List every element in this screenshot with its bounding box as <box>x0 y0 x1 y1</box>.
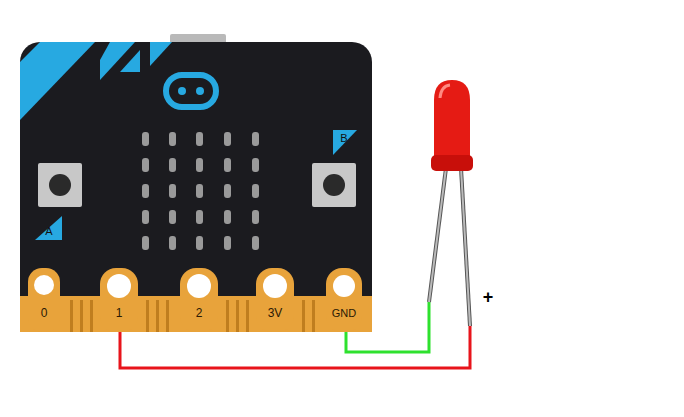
led-matrix <box>142 132 259 250</box>
pin-label: 1 <box>116 307 123 319</box>
led-rim <box>431 155 473 171</box>
led-shine <box>440 85 450 98</box>
red-wire <box>120 326 470 368</box>
led-leg <box>461 168 470 326</box>
green-wire <box>346 302 429 352</box>
blue-stripe <box>150 42 172 66</box>
board <box>20 42 372 332</box>
button-b-cap <box>323 174 345 196</box>
button-b <box>312 163 356 207</box>
pin-label: 3V <box>268 307 283 319</box>
polarity-mark: + <box>483 288 494 306</box>
led-leg <box>429 168 446 302</box>
pin-pads <box>28 268 362 332</box>
small-pins <box>70 300 315 332</box>
pin-label: 0 <box>41 307 48 319</box>
button-label: B <box>340 133 347 144</box>
logo-dot <box>178 87 186 95</box>
logo-dot <box>196 87 204 95</box>
pin-holes <box>34 274 355 298</box>
button-a-marker <box>35 216 62 240</box>
button-b-marker <box>333 130 357 155</box>
led-body <box>434 80 470 162</box>
logo <box>166 75 216 107</box>
pin-label: GND <box>332 308 356 319</box>
led-leg <box>461 168 470 326</box>
button-a-cap <box>49 174 71 196</box>
blue-stripe <box>20 42 95 120</box>
blue-stripe <box>100 42 135 80</box>
pin-label: 2 <box>196 307 203 319</box>
button-a <box>38 163 82 207</box>
blue-stripe <box>120 50 140 72</box>
led-leg <box>429 168 446 302</box>
button-label: A <box>45 226 52 237</box>
